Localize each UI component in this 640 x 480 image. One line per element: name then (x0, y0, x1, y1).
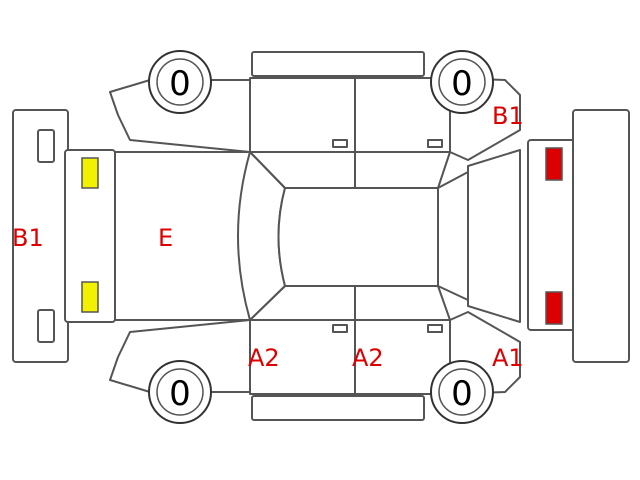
rear-lamp-upper (545, 147, 563, 181)
front-lamp-lower (81, 281, 99, 313)
roof (277, 187, 439, 287)
damage-code-front-bumper: B1 (12, 224, 44, 252)
tire-front-right-value: 0 (169, 374, 191, 414)
right-rear-handle (427, 324, 443, 333)
damage-code-front-right-door: A2 (248, 344, 280, 372)
damage-code-rear-right-door: A2 (352, 344, 384, 372)
left-front-handle (332, 139, 348, 148)
tire-front-left: 0 (148, 50, 212, 114)
tailgate (467, 149, 521, 323)
front-fascia (64, 149, 116, 323)
tire-front-left-value: 0 (169, 64, 191, 104)
rear-bumper (572, 109, 630, 363)
damage-code-rear-left-fender: B1 (492, 102, 524, 130)
damage-code-hood: E (158, 224, 173, 252)
left-rear-handle (427, 139, 443, 148)
tire-rear-right-value: 0 (451, 374, 473, 414)
front-lamp-upper (81, 157, 99, 189)
right-sill (251, 395, 425, 421)
tire-rear-right: 0 (430, 360, 494, 424)
rear-lamp-lower (545, 291, 563, 325)
damage-code-rear-right-fender: A1 (492, 344, 524, 372)
rear-window (437, 171, 469, 301)
left-sill (251, 51, 425, 77)
right-front-handle (332, 324, 348, 333)
tire-rear-left: 0 (430, 50, 494, 114)
tire-front-right: 0 (148, 360, 212, 424)
hood (114, 151, 251, 321)
tire-rear-left-value: 0 (451, 64, 473, 104)
